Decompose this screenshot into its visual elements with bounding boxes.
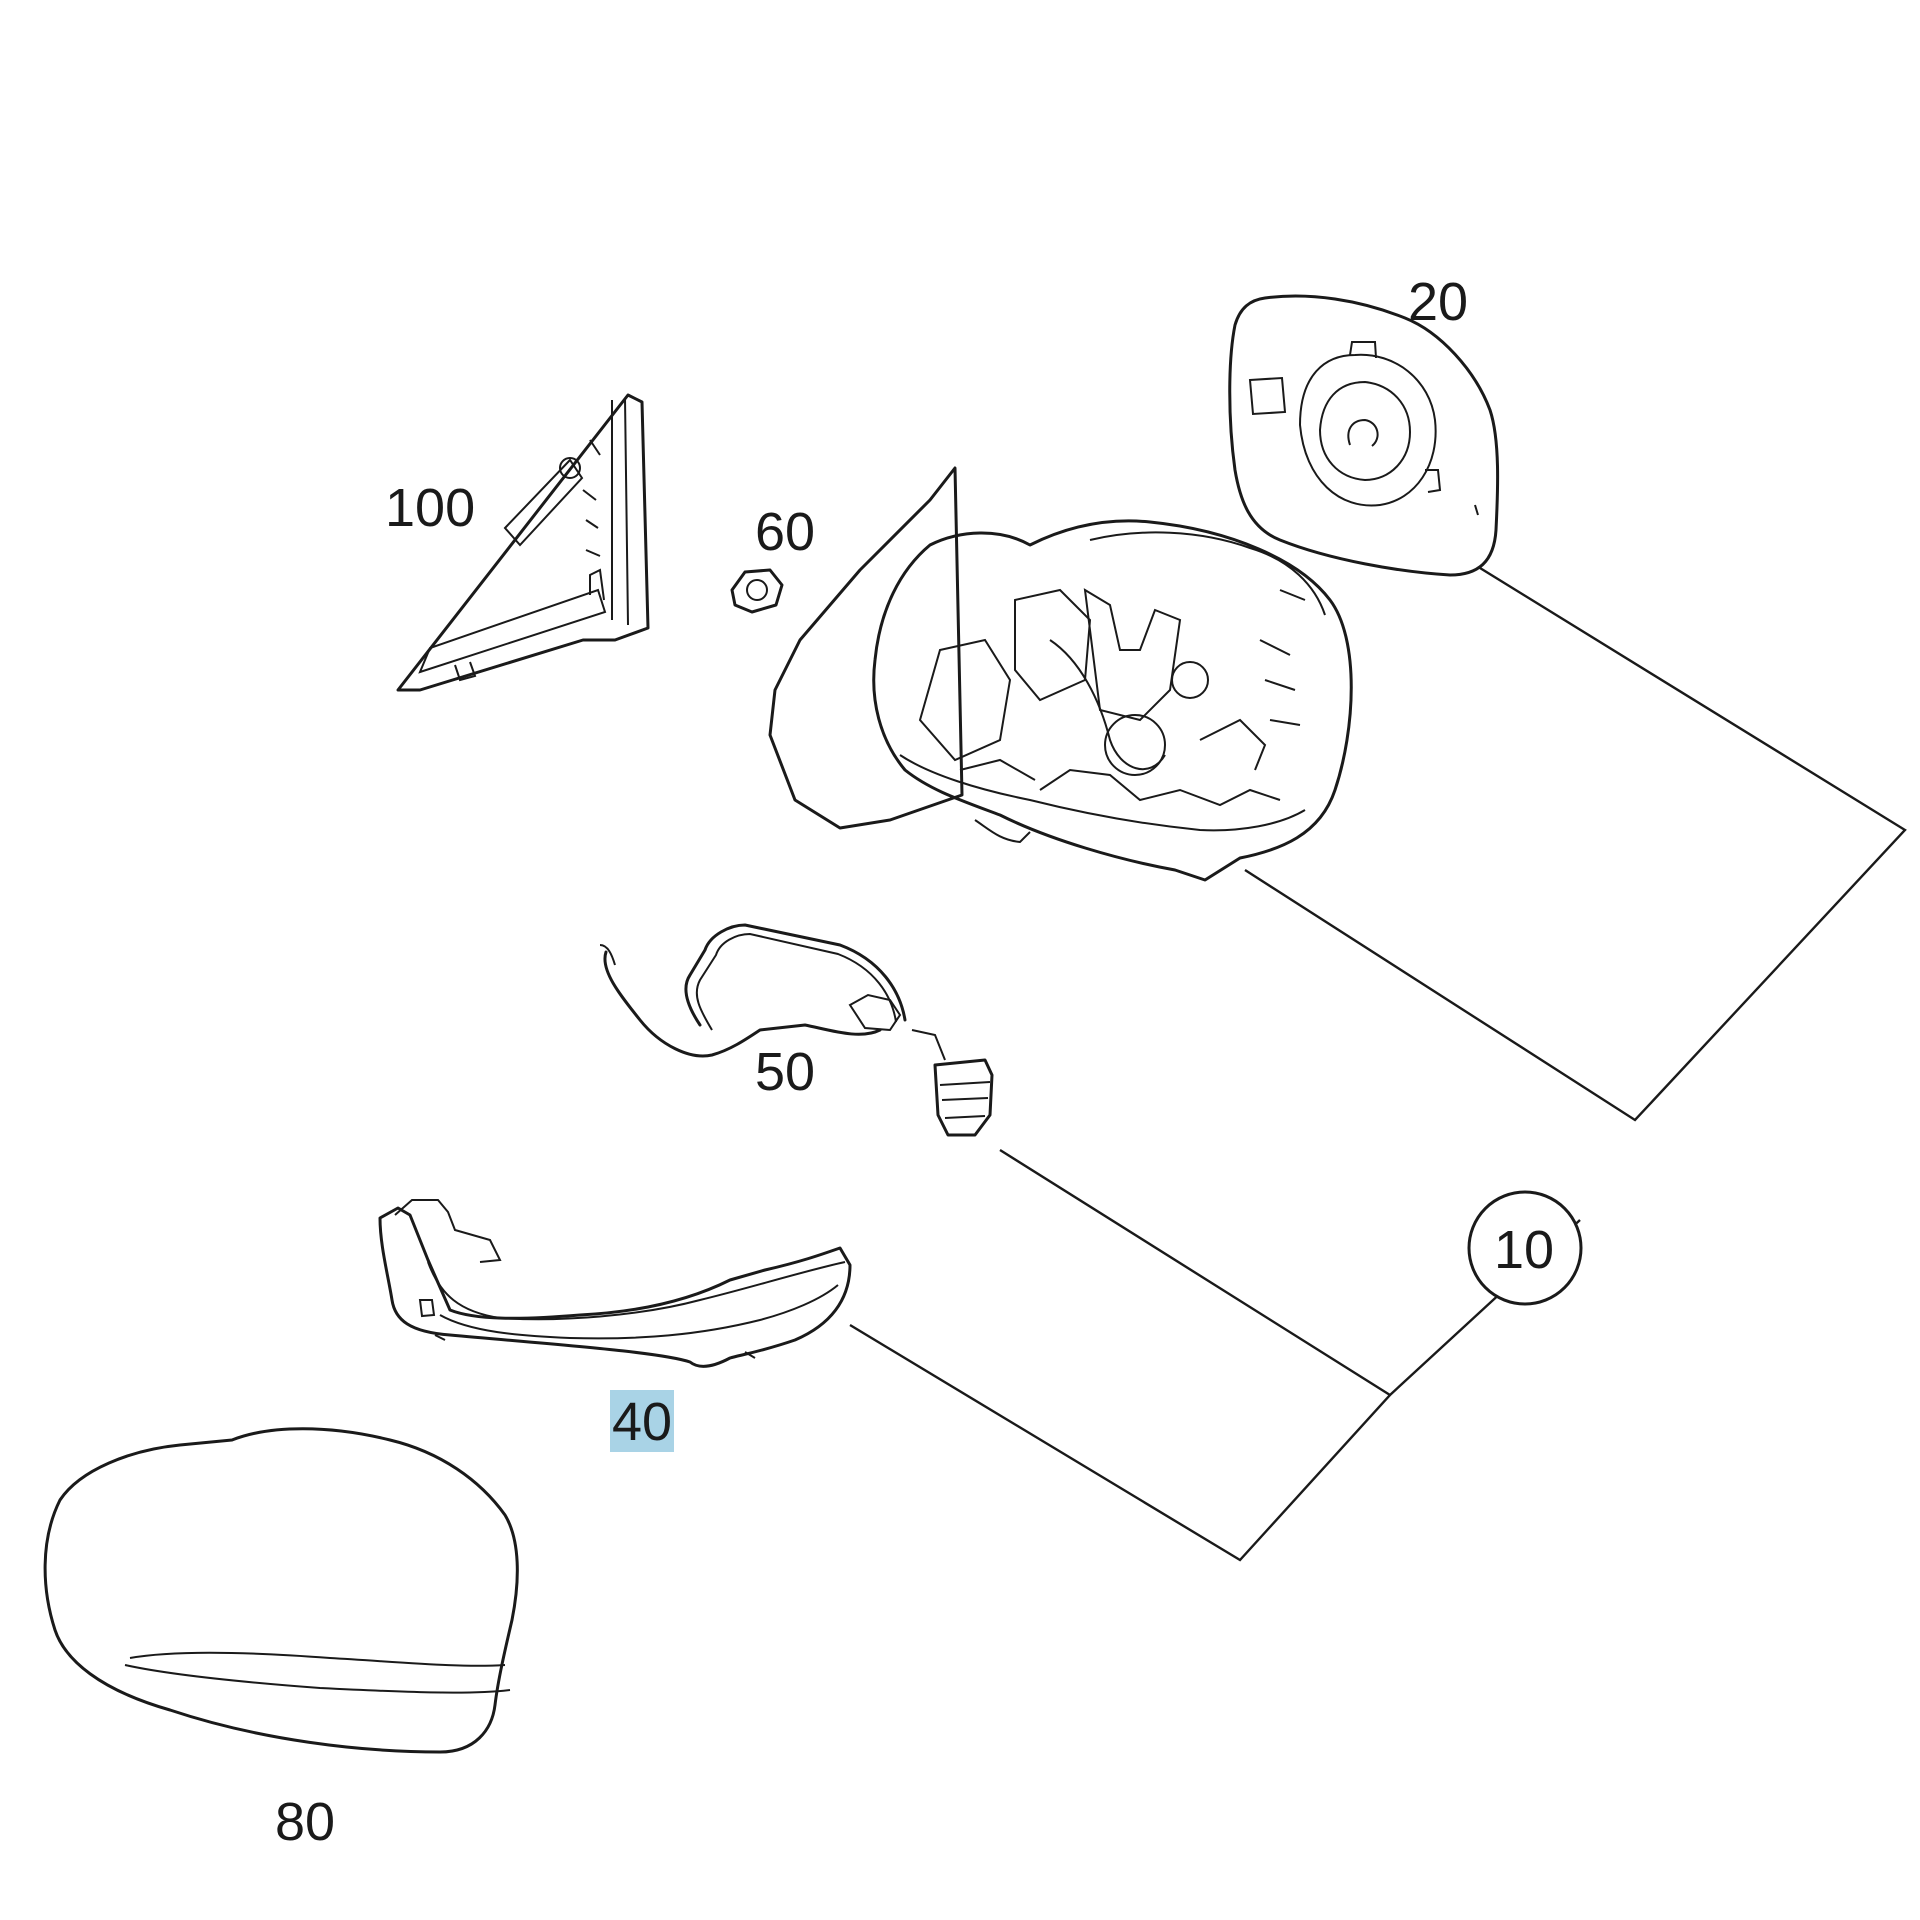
assembly-leader-lines [849, 566, 1907, 1562]
part-100-trim-panel[interactable] [396, 393, 650, 692]
part-60-nut[interactable] [730, 568, 784, 614]
callout-60: 60 [755, 502, 815, 562]
callout-100: 100 [385, 478, 475, 538]
callout-80: 80 [275, 1792, 335, 1852]
callout-20: 20 [1408, 272, 1468, 332]
part-50-wiring-harness[interactable] [599, 923, 994, 1137]
callout-40: 40 [612, 1392, 672, 1452]
callout-10: 10 [1494, 1220, 1554, 1280]
callout-50: 50 [755, 1042, 815, 1102]
part-40-turn-signal[interactable] [378, 1199, 852, 1368]
part-80-mirror-cap[interactable] [43, 1427, 519, 1754]
part-20-mirror-glass[interactable] [1228, 294, 1500, 577]
callout-10-circle [1467, 1190, 1583, 1306]
callout-40-highlight [610, 1390, 674, 1452]
part-10-mirror-housing[interactable] [768, 466, 1353, 882]
